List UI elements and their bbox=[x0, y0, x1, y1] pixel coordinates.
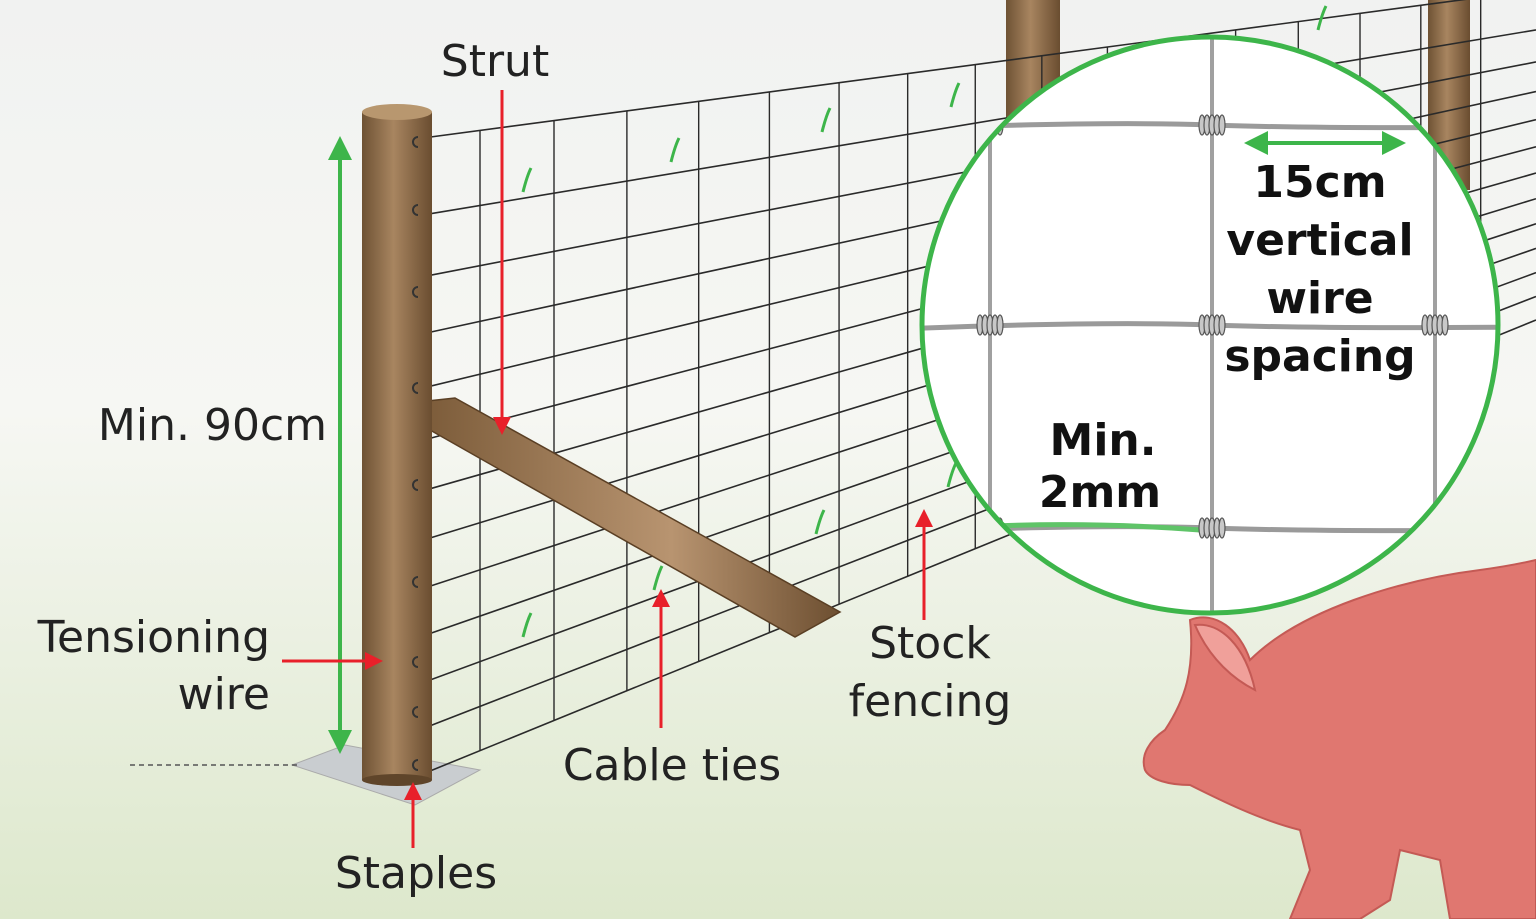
staple-icon bbox=[412, 382, 419, 394]
pig bbox=[1142, 558, 1536, 919]
horizontal-wire bbox=[407, 29, 1536, 219]
staple-icon bbox=[412, 286, 419, 298]
staple-icon bbox=[412, 706, 419, 718]
inset-spacing-label: vertical bbox=[1226, 215, 1413, 266]
inset-highlighted-wire bbox=[989, 522, 1201, 533]
cable-tie-icon bbox=[521, 612, 533, 638]
post-base bbox=[362, 774, 432, 786]
staple-icon bbox=[412, 136, 419, 148]
cable-tie-icon bbox=[949, 82, 961, 108]
corner-post bbox=[362, 112, 432, 780]
inset-gauge-label: 2mm bbox=[1039, 467, 1161, 518]
wire-knot-icon bbox=[1441, 314, 1449, 336]
wire-knot-icon bbox=[1218, 517, 1226, 539]
staple-icon bbox=[412, 656, 419, 668]
wire-knot-icon bbox=[1218, 314, 1226, 336]
pig-ear bbox=[1193, 623, 1257, 692]
wire-knot-icon bbox=[996, 314, 1004, 336]
post-top bbox=[362, 104, 432, 120]
staple-icon bbox=[412, 204, 419, 216]
staple-icon bbox=[412, 576, 419, 588]
strut-label: Strut bbox=[441, 36, 549, 87]
cable-tie-icon bbox=[1316, 5, 1328, 31]
cable-tie-icon bbox=[814, 509, 826, 535]
staples bbox=[412, 136, 419, 771]
cable-tie-icon bbox=[669, 137, 681, 163]
wire-detail-inset: 15cm vertical wire spacing Min. 2mm bbox=[919, 34, 1501, 616]
stock-fencing-label: Stock bbox=[869, 618, 991, 669]
inset-gauge-label: Min. bbox=[1050, 415, 1157, 466]
stock-fencing-label: fencing bbox=[849, 676, 1012, 727]
staple-icon bbox=[412, 759, 419, 771]
cable-ties-label: Cable ties bbox=[563, 740, 781, 791]
cable-tie-icon bbox=[521, 167, 533, 193]
wire-knot-icon bbox=[1218, 114, 1226, 136]
staple-icon bbox=[412, 479, 419, 491]
horizontal-wire bbox=[407, 0, 1467, 141]
staples-label: Staples bbox=[335, 848, 497, 899]
tensioning-wire-label: Tensioning bbox=[37, 612, 270, 663]
tensioning-wire-label: wire bbox=[178, 669, 270, 720]
inset-spacing-label: wire bbox=[1266, 273, 1373, 324]
inset-spacing-label: 15cm bbox=[1253, 157, 1386, 208]
min-height-label: Min. 90cm bbox=[98, 400, 327, 451]
cable-tie-icon bbox=[652, 565, 664, 591]
inset-spacing-label: spacing bbox=[1224, 331, 1415, 382]
cable-tie-icon bbox=[820, 107, 832, 133]
